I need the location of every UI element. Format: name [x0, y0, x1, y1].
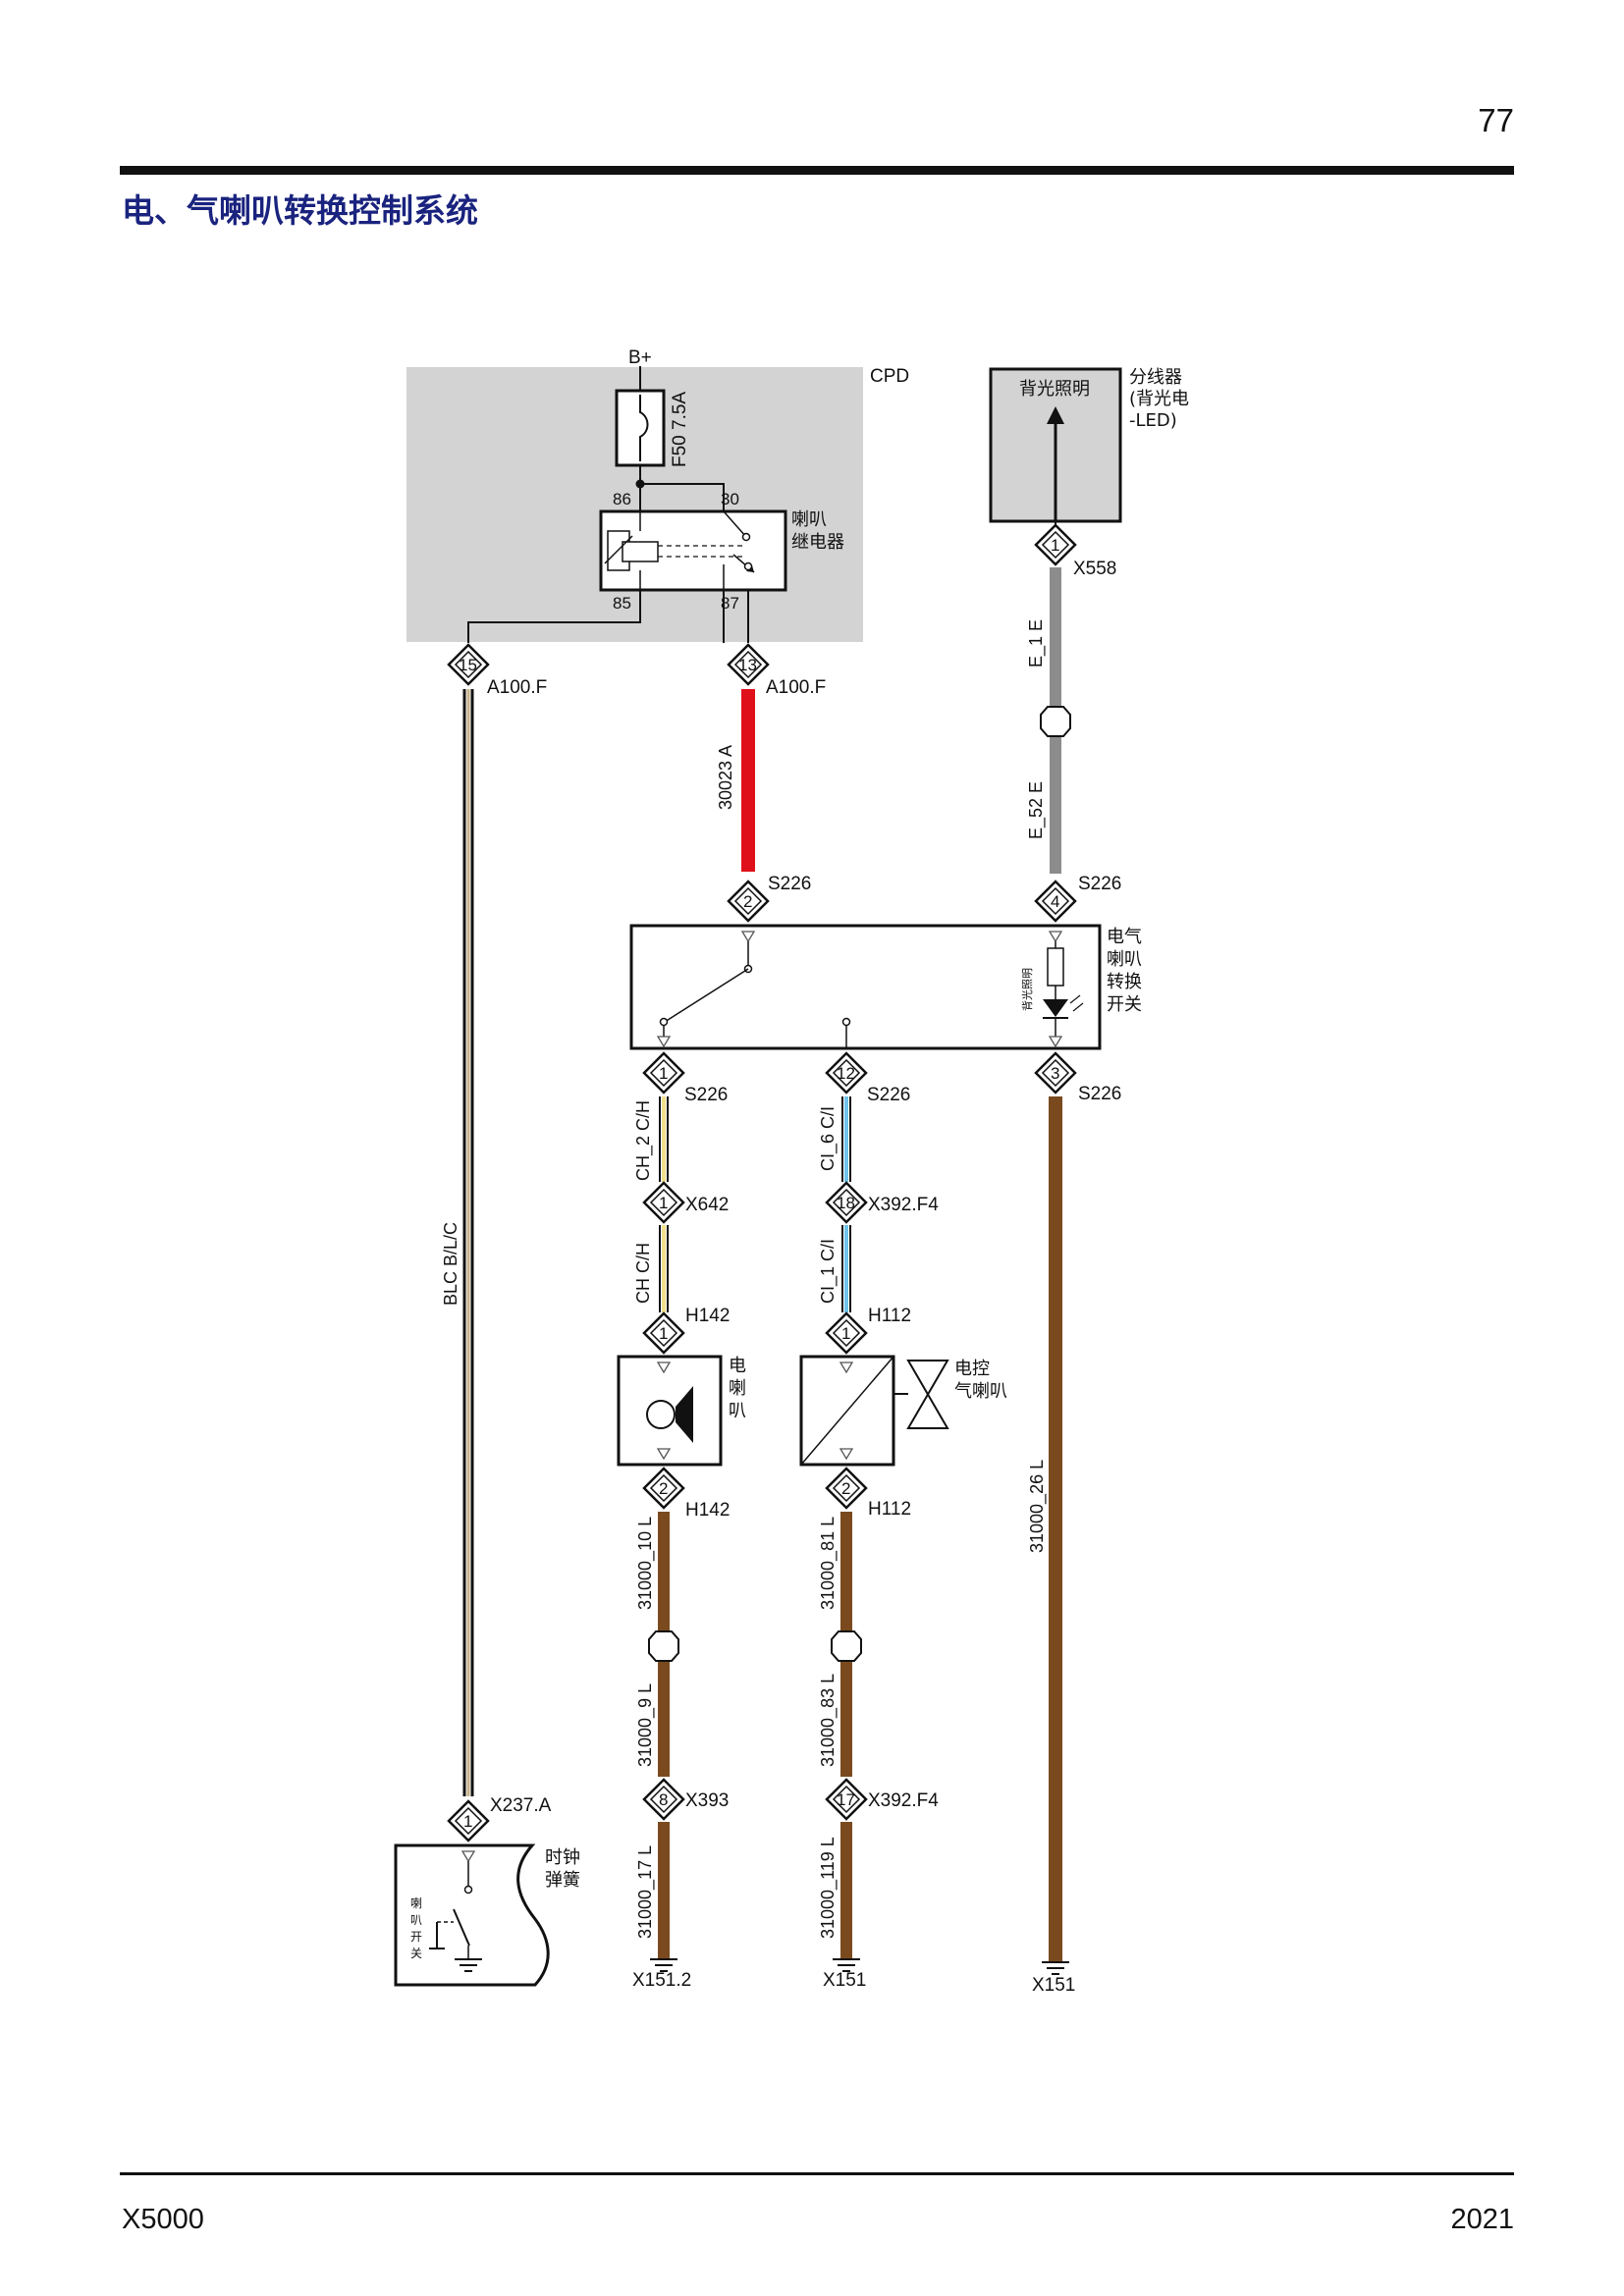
- speaker-icon: [646, 1400, 676, 1429]
- switch-in-left-conn: S226: [768, 874, 811, 894]
- clock-spring: [394, 1843, 550, 1987]
- horn-switch-label-1: 喇: [410, 1896, 422, 1910]
- x642-pin: 1: [659, 1194, 668, 1212]
- wire-label-ci6: CI_6 C/I: [818, 1106, 839, 1171]
- x392f4-17-conn: X392.F4: [868, 1790, 939, 1811]
- wire-label-30023: 30023 A: [716, 745, 735, 810]
- horn-switch-label-2: 叭: [410, 1913, 422, 1927]
- splitter-box-label: 背光照明: [1019, 379, 1090, 400]
- wire-label-e1: E_1 E: [1026, 619, 1047, 667]
- ground-label-3: X151: [1032, 1975, 1075, 1996]
- x237-conn: X237.A: [490, 1795, 552, 1816]
- cpd-out-right-conn: A100.F: [766, 677, 826, 698]
- red-wire: [741, 689, 755, 872]
- x392f4-18-pin: 18: [837, 1194, 855, 1212]
- x393-pin: 8: [659, 1790, 668, 1809]
- relay-pin-86: 86: [613, 490, 631, 508]
- switch-name-4: 开关: [1107, 994, 1142, 1015]
- x393-conn: X393: [685, 1790, 729, 1811]
- electric-horn-label-1: 电: [729, 1356, 746, 1376]
- wire-label-ch2: CH_2 C/H: [633, 1100, 654, 1181]
- page-title: 电、气喇叭转换控制系统: [122, 191, 478, 230]
- h142-2-pin: 2: [659, 1479, 668, 1498]
- wire-label-e52: E_52 E: [1026, 781, 1047, 839]
- splitter-conn: X558: [1073, 559, 1116, 579]
- x642-conn: X642: [685, 1195, 729, 1215]
- wire-label-ch: CH C/H: [633, 1243, 653, 1304]
- switch-out-3-pin: 3: [1051, 1064, 1059, 1083]
- switch-name-1: 电气: [1107, 927, 1142, 947]
- horn-switch-label-3: 开: [410, 1930, 422, 1944]
- switch-in-left-pin: 2: [743, 892, 752, 911]
- clock-spring-label-2: 弹簧: [545, 1870, 580, 1891]
- x237-pin: 1: [463, 1812, 472, 1831]
- ground-label-2: X151: [823, 1970, 866, 1991]
- switch-out-3-conn: S226: [1078, 1084, 1121, 1104]
- switch-name-3: 转换: [1107, 972, 1142, 992]
- h112-2-pin: 2: [841, 1479, 850, 1498]
- wire-label-31000-81: 31000_81 L: [818, 1517, 839, 1610]
- backlight-led-icon: [1043, 999, 1068, 1017]
- relay-name-2: 继电器: [791, 532, 844, 553]
- relay-pin-87: 87: [721, 594, 739, 613]
- cpd-out-left-conn: A100.F: [487, 677, 547, 698]
- h142-1-conn: H142: [685, 1306, 730, 1326]
- cpd-out-right-pin: 13: [738, 656, 757, 674]
- switch-out-1-pin: 1: [659, 1064, 668, 1083]
- wire-label-31000-26: 31000_26 L: [1027, 1460, 1048, 1553]
- wire-label-ci1: CI_1 C/I: [818, 1239, 839, 1304]
- wire-label-blc: BLC B/L/C: [441, 1222, 460, 1306]
- page-number: 77: [1478, 102, 1514, 138]
- wire-label-31000-83: 31000_83 L: [818, 1674, 839, 1767]
- fuse-label: F50 7.5A: [670, 392, 690, 467]
- splitter-name-1: 分线器: [1129, 367, 1182, 388]
- switch-in-right-pin: 4: [1051, 892, 1059, 911]
- wire-label-31000-119: 31000_119 L: [818, 1837, 839, 1939]
- splitter-pin: 1: [1051, 536, 1059, 555]
- h112-1-conn: H112: [868, 1306, 911, 1326]
- ground-label-1: X151.2: [632, 1970, 691, 1991]
- relay-pin-30: 30: [721, 490, 739, 508]
- header-rule: [120, 166, 1514, 175]
- horn-switch-label-4: 关: [410, 1947, 422, 1960]
- valve-icon: [893, 1360, 949, 1429]
- h142-1-pin: 1: [659, 1324, 668, 1343]
- air-horn-label-2: 气喇叭: [954, 1381, 1007, 1402]
- cpd-label: CPD: [870, 366, 909, 387]
- x392f4-18-conn: X392.F4: [868, 1195, 939, 1215]
- cpd-out-left-pin: 15: [459, 656, 477, 674]
- horn-changeover-switch: [629, 924, 1102, 1050]
- switch-out-12-conn: S226: [867, 1085, 910, 1105]
- switch-backlight-label: 背光照明: [1020, 968, 1034, 1011]
- splitter-name-3: -LED): [1129, 410, 1177, 431]
- wire-label-31000-10: 31000_10 L: [635, 1517, 656, 1610]
- clock-spring-label-1: 时钟: [545, 1847, 580, 1868]
- x392f4-17-pin: 17: [837, 1790, 855, 1809]
- footer-year: 2021: [1450, 2204, 1514, 2235]
- switch-in-right-conn: S226: [1078, 874, 1121, 894]
- electric-horn-label-2: 喇: [729, 1378, 746, 1399]
- splitter-name-2: (背光电: [1129, 389, 1189, 409]
- switch-out-12-pin: 12: [837, 1064, 855, 1083]
- relay-pin-85: 85: [613, 594, 631, 613]
- footer-model: X5000: [122, 2204, 204, 2235]
- supply-label: B+: [628, 347, 652, 368]
- h112-1-pin: 1: [841, 1324, 850, 1343]
- footer-rule: [120, 2172, 1514, 2175]
- h112-2-conn: H112: [868, 1499, 911, 1520]
- backlight-resistor: [1047, 947, 1064, 987]
- switch-out-1-conn: S226: [684, 1085, 728, 1105]
- h142-2-conn: H142: [685, 1500, 730, 1521]
- wire-label-31000-17: 31000_17 L: [635, 1845, 656, 1939]
- switch-name-2: 喇叭: [1107, 949, 1142, 970]
- backlight-ground-wire: [1049, 1096, 1062, 1962]
- electric-horn-label-3: 叭: [729, 1401, 746, 1421]
- air-horn-label-1: 电控: [954, 1359, 990, 1379]
- ground-x151-b: [1041, 1961, 1070, 1975]
- horn-switch-contact: [453, 1908, 470, 1947]
- wire-label-31000-9: 31000_9 L: [635, 1683, 656, 1767]
- relay-name-1: 喇叭: [791, 509, 827, 530]
